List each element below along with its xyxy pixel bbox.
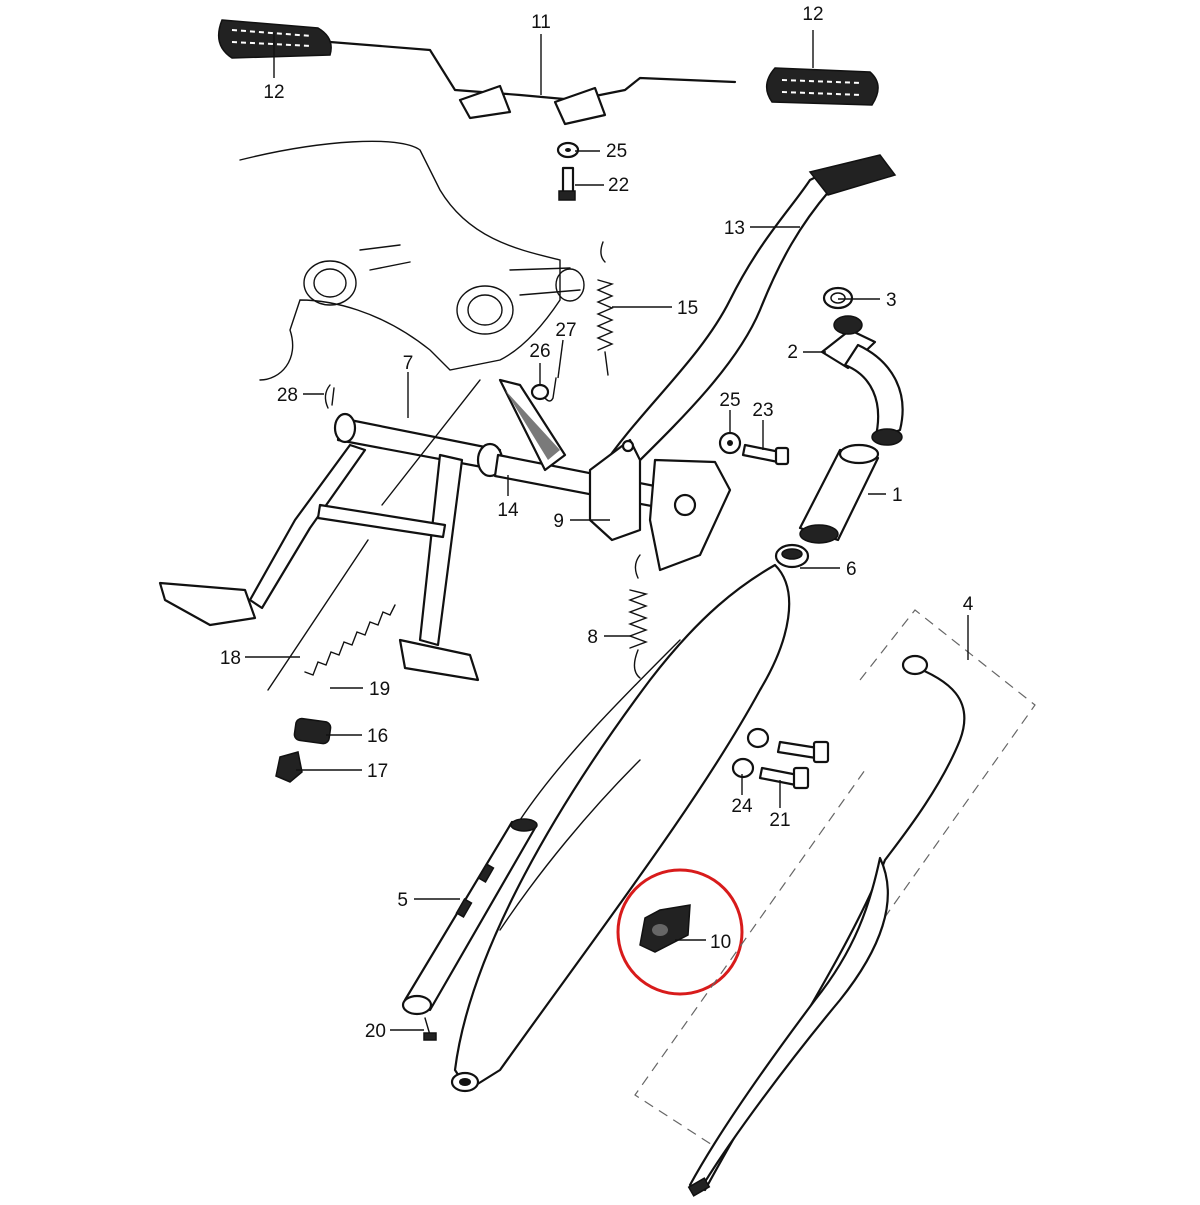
callout-12-right: 12 [802, 4, 823, 25]
tail-pipe-part-4 [687, 654, 966, 1197]
callout-9: 9 [553, 511, 564, 532]
brake-pedal-part-13 [598, 154, 897, 482]
washer-part-26 [530, 383, 550, 401]
exhaust-pipe-part-1 [798, 443, 880, 544]
callout-25-right: 25 [719, 390, 740, 411]
callout-26: 26 [529, 341, 550, 362]
bolt-part-23 [741, 443, 790, 466]
gasket-part-3 [822, 286, 854, 310]
muffler [450, 563, 791, 1093]
callout-12-left: 12 [263, 82, 284, 103]
pin-part-27 [544, 377, 557, 402]
callout-19: 19 [369, 679, 390, 700]
callout-15: 15 [677, 298, 698, 319]
cotter-pin-part-28 [324, 384, 335, 409]
frame-outline [239, 140, 585, 381]
callout-20: 20 [365, 1021, 386, 1042]
footrest-rubber-left-part-12 [217, 19, 332, 59]
callout-28: 28 [277, 385, 298, 406]
cap-part-17 [275, 751, 303, 783]
washer-part-25-right [718, 431, 742, 455]
screw-part-20 [423, 1017, 437, 1041]
rubber-block-part-10 [639, 904, 691, 953]
highlight-circle [616, 868, 744, 996]
callout-7: 7 [403, 353, 414, 374]
footrest-rubber-right-part-12 [766, 67, 879, 106]
rod-part-18 [267, 539, 369, 691]
callout-24: 24 [731, 796, 753, 817]
callout-16: 16 [367, 726, 388, 747]
main-stand-part-7 [158, 379, 504, 682]
spring-part-8 [628, 554, 649, 679]
callout-18: 18 [220, 648, 241, 669]
callout-23: 23 [752, 400, 773, 421]
callout-10: 10 [710, 932, 731, 953]
callout-6: 6 [846, 559, 857, 580]
exhaust-pipe-bend-part-2 [820, 315, 904, 446]
callout-21: 21 [769, 810, 790, 831]
callout-11: 11 [531, 12, 551, 33]
callout-27: 27 [555, 320, 576, 341]
spring-part-19 [304, 604, 396, 676]
bolt-part-21 [758, 740, 830, 790]
footrest-bar-part-11 [328, 40, 737, 126]
callout-25-top: 25 [606, 141, 627, 162]
callout-1: 1 [892, 485, 903, 506]
washer-part-24 [731, 727, 770, 779]
callout-labels: 11 12 12 13 25 22 15 3 2 1 25 23 6 4 7 2… [220, 4, 974, 1042]
callout-14: 14 [497, 500, 519, 521]
callout-13: 13 [724, 218, 745, 239]
nut-part-25-top [556, 141, 580, 159]
callout-5: 5 [397, 890, 408, 911]
callout-4: 4 [963, 594, 974, 615]
muffler-inlet-part-6 [774, 543, 810, 569]
callout-22: 22 [608, 175, 629, 196]
bolt-part-22 [558, 166, 576, 201]
callout-8: 8 [587, 627, 598, 648]
spring-part-15 [596, 241, 615, 376]
callout-17: 17 [367, 761, 388, 782]
bracket-plate-part-9 [588, 438, 732, 572]
baffle-tube-part-5 [401, 818, 538, 1016]
leader-lines [245, 30, 969, 1031]
rubber-part-16 [293, 717, 332, 745]
callout-2: 2 [787, 342, 798, 363]
callout-3: 3 [886, 290, 897, 311]
